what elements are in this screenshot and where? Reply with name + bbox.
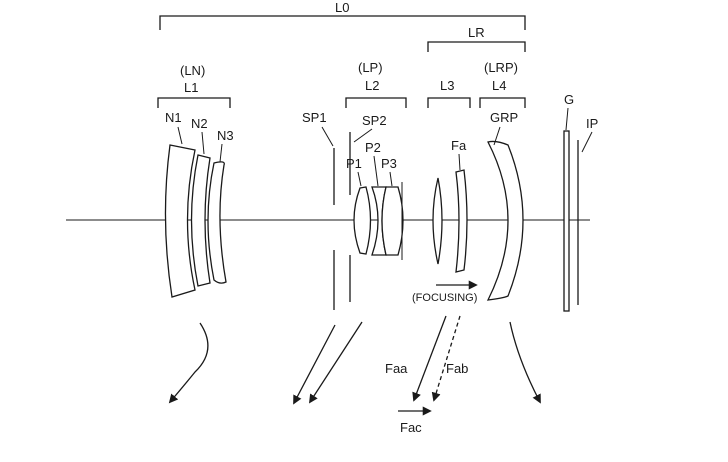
bracket-l1: (LN) L1 — [158, 63, 230, 108]
label-sp2: SP2 — [362, 113, 387, 128]
label-p2: P2 — [365, 140, 381, 155]
label-l0: L0 — [335, 0, 349, 15]
label-grp: GRP — [490, 110, 518, 125]
trajectory-l1 — [170, 323, 208, 402]
bracket-l2: (LP) L2 — [346, 60, 406, 108]
label-n1: N1 — [165, 110, 182, 125]
label-lr: LR — [468, 25, 485, 40]
lens-l3 — [433, 178, 442, 264]
lens-grp — [488, 141, 523, 300]
label-l1: L1 — [184, 80, 198, 95]
label-l3: L3 — [440, 78, 454, 93]
label-focusing: (FOCUSING) — [412, 292, 477, 304]
lens-p1 — [354, 187, 371, 254]
lens-p3 — [382, 187, 403, 255]
trajectory-l2 — [310, 322, 362, 402]
trajectory-sp1 — [294, 325, 335, 403]
trajectory-grp — [510, 322, 540, 402]
label-n3: N3 — [217, 128, 234, 143]
lens-n3 — [208, 162, 226, 283]
label-faa: Faa — [385, 361, 408, 376]
label-l2: L2 — [365, 78, 379, 93]
bracket-l4: (LRP) L4 — [480, 60, 525, 108]
glass-plate-g — [564, 131, 569, 311]
label-n2: N2 — [191, 116, 208, 131]
trajectory-fab — [434, 316, 460, 400]
label-ip: IP — [586, 116, 598, 131]
label-g: G — [564, 92, 574, 107]
trajectory-faa — [414, 316, 446, 400]
label-lp: (LP) — [358, 60, 383, 75]
bracket-l3: L3 — [428, 78, 470, 108]
label-p3: P3 — [381, 156, 397, 171]
lens-n1 — [165, 145, 195, 297]
label-fa: Fa — [451, 138, 467, 153]
label-fac: Fac — [400, 420, 422, 435]
label-l4: L4 — [492, 78, 506, 93]
label-sp1: SP1 — [302, 110, 327, 125]
label-fab: Fab — [446, 361, 468, 376]
label-lrp: (LRP) — [484, 60, 518, 75]
label-p1: P1 — [346, 156, 362, 171]
label-ln: (LN) — [180, 63, 205, 78]
bracket-lr: LR — [428, 25, 525, 52]
lens-fa — [456, 170, 467, 272]
